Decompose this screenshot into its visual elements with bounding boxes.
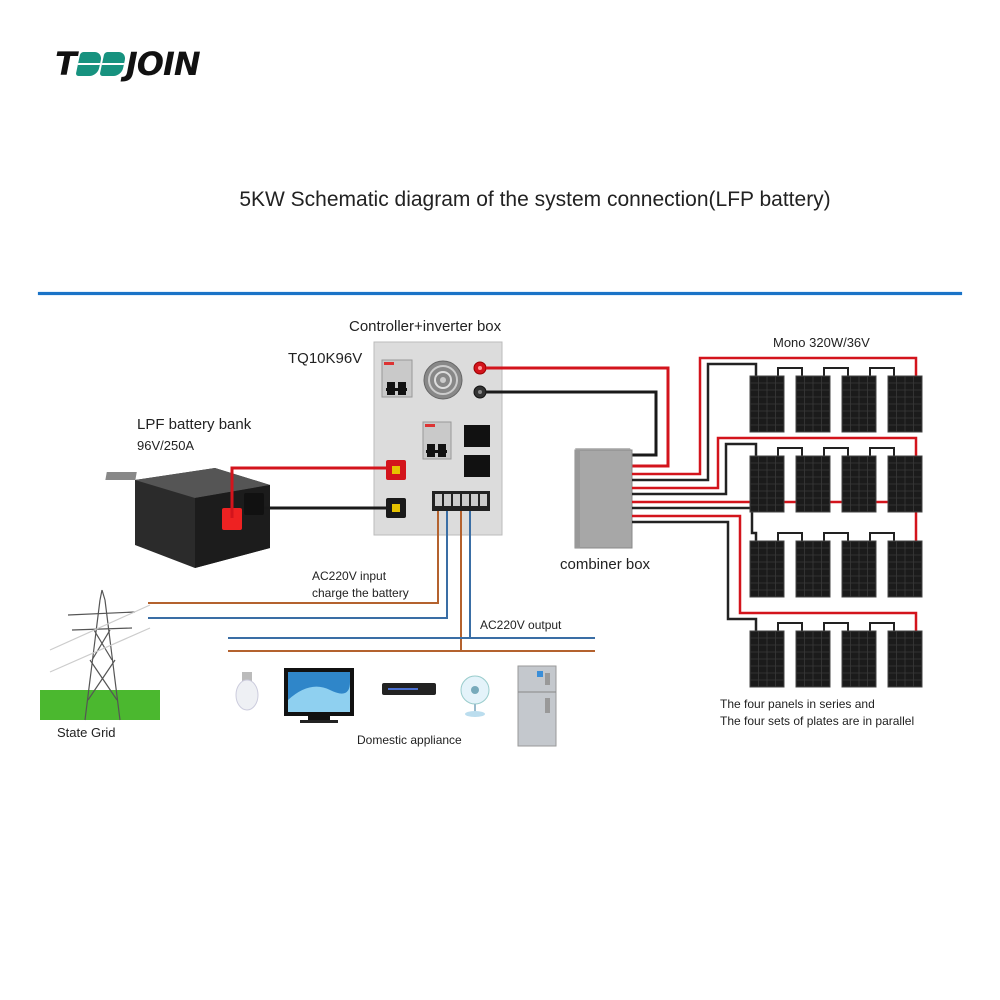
inverter-box xyxy=(373,341,503,536)
battery-spec: 96V/250A xyxy=(137,438,195,453)
string-negative-wire xyxy=(632,362,758,482)
refrigerator-icon xyxy=(517,665,557,747)
string-negative-wire xyxy=(632,520,758,631)
battery-name: LPF battery bank xyxy=(137,416,252,433)
panel-note-line1: The four panels in series and xyxy=(720,697,875,711)
ac-wiring xyxy=(148,511,595,652)
solar-panel-array xyxy=(749,375,923,688)
battery-positive-wire xyxy=(230,466,386,518)
socket-icon xyxy=(464,455,490,477)
grid-input-label-line1: AC220V input xyxy=(312,569,387,583)
socket-icon xyxy=(464,425,490,447)
inverter-heading: Controller+inverter box xyxy=(349,318,502,335)
brand-logo: T JOIN xyxy=(55,45,201,83)
panel-spec-label: Mono 320W/36V xyxy=(773,335,870,350)
series-jumper xyxy=(777,622,803,631)
series-jumper xyxy=(777,367,803,376)
string-positive-wire xyxy=(632,436,918,490)
fan-icon xyxy=(460,675,490,717)
series-jumper xyxy=(869,622,895,631)
dvd-player-icon xyxy=(382,683,436,695)
divider-line xyxy=(38,292,962,295)
series-jumper xyxy=(777,532,803,541)
logo-text-prefix: T xyxy=(55,45,77,83)
panel-note-line2: The four sets of plates are in parallel xyxy=(720,714,915,728)
grid-input-label-line2: charge the battery xyxy=(312,586,409,600)
string-negative-wire xyxy=(632,506,758,541)
inverter-model: TQ10K96V xyxy=(288,350,363,367)
ac-terminal-block xyxy=(432,491,490,511)
series-jumper xyxy=(823,532,849,541)
television-icon xyxy=(284,668,354,723)
power-tower-icon xyxy=(40,589,160,721)
breaker-icon xyxy=(422,421,452,460)
appliance-label: Domestic appliance xyxy=(357,733,462,747)
state-grid-label: State Grid xyxy=(57,725,116,740)
breaker-icon xyxy=(381,359,413,398)
series-jumper xyxy=(869,367,895,376)
series-jumper xyxy=(823,622,849,631)
panel-wiring xyxy=(632,356,918,631)
string-negative-wire xyxy=(632,442,758,496)
diagram-title: 5KW Schematic diagram of the system conn… xyxy=(239,188,831,211)
series-jumper xyxy=(823,447,849,456)
display-dial-icon xyxy=(423,360,463,400)
logo-text-suffix: JOIN xyxy=(125,45,201,83)
series-jumper xyxy=(823,367,849,376)
series-jumper xyxy=(869,447,895,456)
pv-positive-wire xyxy=(486,366,670,468)
combiner-box-icon xyxy=(574,448,633,549)
series-jumper xyxy=(869,532,895,541)
string-positive-wire xyxy=(632,356,918,476)
combiner-label: combiner box xyxy=(560,556,651,573)
series-jumper xyxy=(777,447,803,456)
light-bulb-icon xyxy=(235,672,259,711)
pv-negative-wire xyxy=(486,390,658,457)
battery-icon xyxy=(105,468,270,568)
ac-output-label: AC220V output xyxy=(480,618,562,632)
string-positive-wire xyxy=(632,514,918,631)
